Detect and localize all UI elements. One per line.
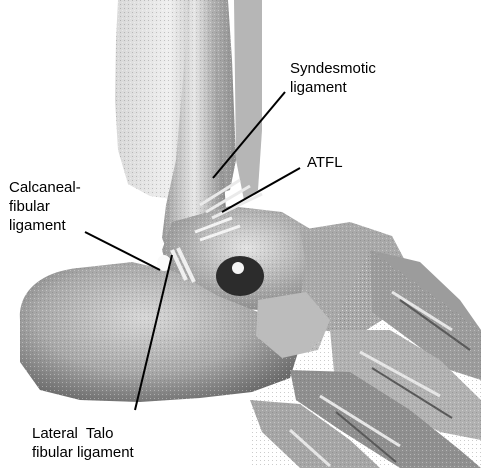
syndesmotic-line2: ligament — [290, 78, 376, 97]
atfl-leader-line — [222, 168, 300, 212]
syndesmotic-ligament-label: Syndesmotic ligament — [290, 59, 376, 97]
lateral-talo-line1: Lateral Talo — [31, 424, 135, 443]
syndesmotic-line1: Syndesmotic — [290, 59, 376, 78]
atfl-label: ATFL — [306, 153, 344, 172]
lateral-talofibular-ligament-label: Lateral Talo fibular ligament — [31, 424, 135, 462]
lateral-talo-line2: fibular ligament — [31, 443, 135, 462]
fibula-shaft-right — [234, 0, 262, 200]
calcaneal-line3: ligament — [8, 216, 82, 235]
calcaneal-line2: fibular — [8, 197, 82, 216]
sinus-tarsi-hole — [216, 256, 264, 296]
calcaneal-fibular-ligament-label: Calcaneal- fibular ligament — [8, 178, 82, 235]
atfl-line1: ATFL — [306, 153, 344, 172]
calcaneal-line1: Calcaneal- — [8, 178, 82, 197]
